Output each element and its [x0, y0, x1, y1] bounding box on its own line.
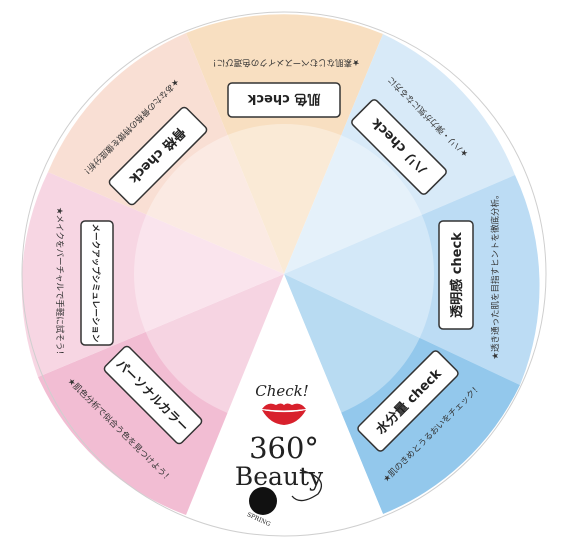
segment-firmness[interactable]: ハリ check [350, 98, 448, 196]
sector-logo [186, 274, 383, 534]
label-box [227, 82, 341, 118]
label-box [80, 220, 114, 346]
logo: Check! 360° Beauty SPRING [235, 382, 324, 528]
lips-icon [262, 403, 306, 425]
label-box [438, 220, 474, 330]
label-box [357, 350, 459, 452]
sector-clarity [284, 175, 540, 385]
logo-number: 360° [249, 431, 319, 465]
label-box [351, 99, 447, 195]
segment-clarity[interactable]: 透明感 check [438, 220, 474, 330]
segment-desc: ★メイクをバーチャルで手軽に試そう！ [54, 207, 65, 359]
segment-skin-color[interactable]: 肌色 check [227, 82, 341, 118]
label-box [108, 106, 208, 206]
segment-desc: ★素肌なじむベースメイクの色選びに！ [208, 57, 360, 68]
logo-word: Beauty [235, 462, 324, 491]
label-box [103, 345, 203, 445]
logo-check-text: Check! [255, 382, 309, 400]
segment-desc: ★透き通った肌を目指すヒントを徹底分析。 [490, 190, 501, 359]
wheel-outline [21, 11, 547, 537]
inner-disc [134, 124, 434, 424]
logo-dot [249, 487, 277, 515]
segment-label: 透明感 check [449, 232, 465, 318]
segment-label: メークアップシミュレーション [90, 224, 101, 343]
logo-swoosh [291, 469, 323, 502]
segment-label: 肌色 check [247, 91, 320, 107]
sector-skin-color [186, 14, 383, 274]
segment-makeup-sim[interactable]: メークアップシミュレーション [80, 220, 114, 346]
